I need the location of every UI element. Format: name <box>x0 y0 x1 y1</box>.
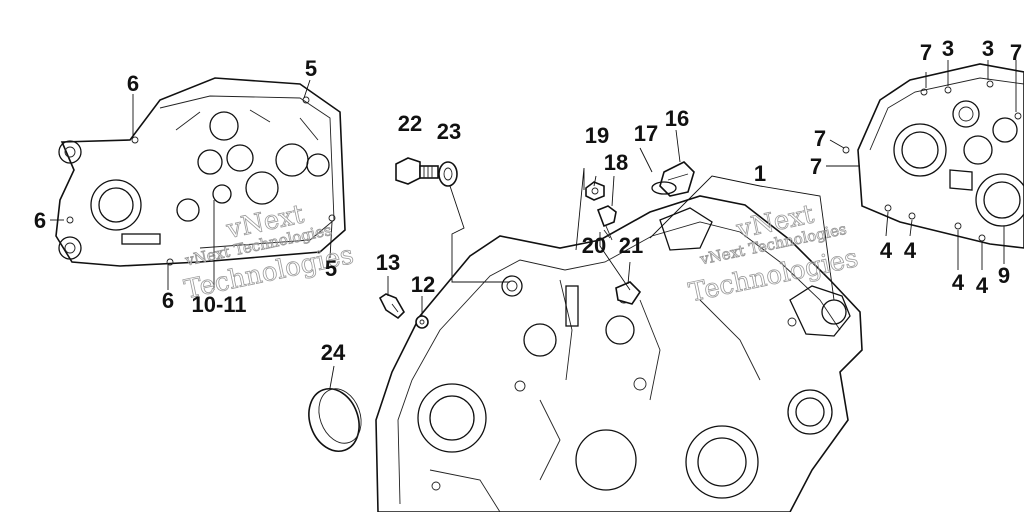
callout-label: 3 <box>982 36 994 61</box>
callout-label: 10-11 <box>191 292 246 317</box>
callout-label: 9 <box>998 263 1010 288</box>
callout-label: 7 <box>810 154 822 179</box>
left-crankcase-cover <box>55 77 346 267</box>
right-crankcase-cover <box>842 63 1024 249</box>
callout-label: 7 <box>920 40 932 65</box>
callout-label: 3 <box>942 36 954 61</box>
callout-label: 20 <box>582 233 606 258</box>
callout-label: 17 <box>634 121 658 146</box>
callout-label: 23 <box>437 119 461 144</box>
callout-label: 19 <box>585 123 609 148</box>
callout-label: 7 <box>1010 40 1022 65</box>
callout-label: 24 <box>321 340 346 365</box>
part-23-washer <box>438 161 458 187</box>
callout-label: 5 <box>325 256 337 281</box>
callout-label: 4 <box>976 273 989 298</box>
callout-label: 6 <box>34 208 46 233</box>
callout-label: 13 <box>376 250 400 275</box>
callout-label: 22 <box>398 111 422 136</box>
callout-labels: 1 3 3 4 4 4 4 5 5 6 6 6 7 7 7 7 7 9 10-1… <box>34 36 1022 365</box>
callout-label: 4 <box>904 238 917 263</box>
callout-label: 12 <box>411 272 435 297</box>
watermark-left: vNext Technologies vNext Technologies <box>181 199 356 306</box>
main-crankcase <box>375 195 863 512</box>
part-17-oring <box>651 181 677 195</box>
part-18-bolt <box>596 205 617 241</box>
callout-label: 1 <box>754 161 766 186</box>
part-13-bolt <box>378 293 405 320</box>
part-16-plug <box>659 161 695 197</box>
callout-label: 4 <box>880 238 893 263</box>
callout-label: 4 <box>952 270 965 295</box>
part-19-nut <box>585 181 605 201</box>
part-12-washer <box>415 315 429 329</box>
leader-lines <box>50 60 1017 389</box>
callout-label: 5 <box>305 56 317 81</box>
part-22-drain-bolt <box>395 157 439 185</box>
part-24-cap <box>308 388 362 452</box>
callout-label: 16 <box>665 106 689 131</box>
callout-label: 6 <box>162 288 174 313</box>
callout-label: 18 <box>604 150 628 175</box>
callout-label: 6 <box>127 71 139 96</box>
callout-label: 21 <box>619 233 643 258</box>
callout-label: 7 <box>814 126 826 151</box>
